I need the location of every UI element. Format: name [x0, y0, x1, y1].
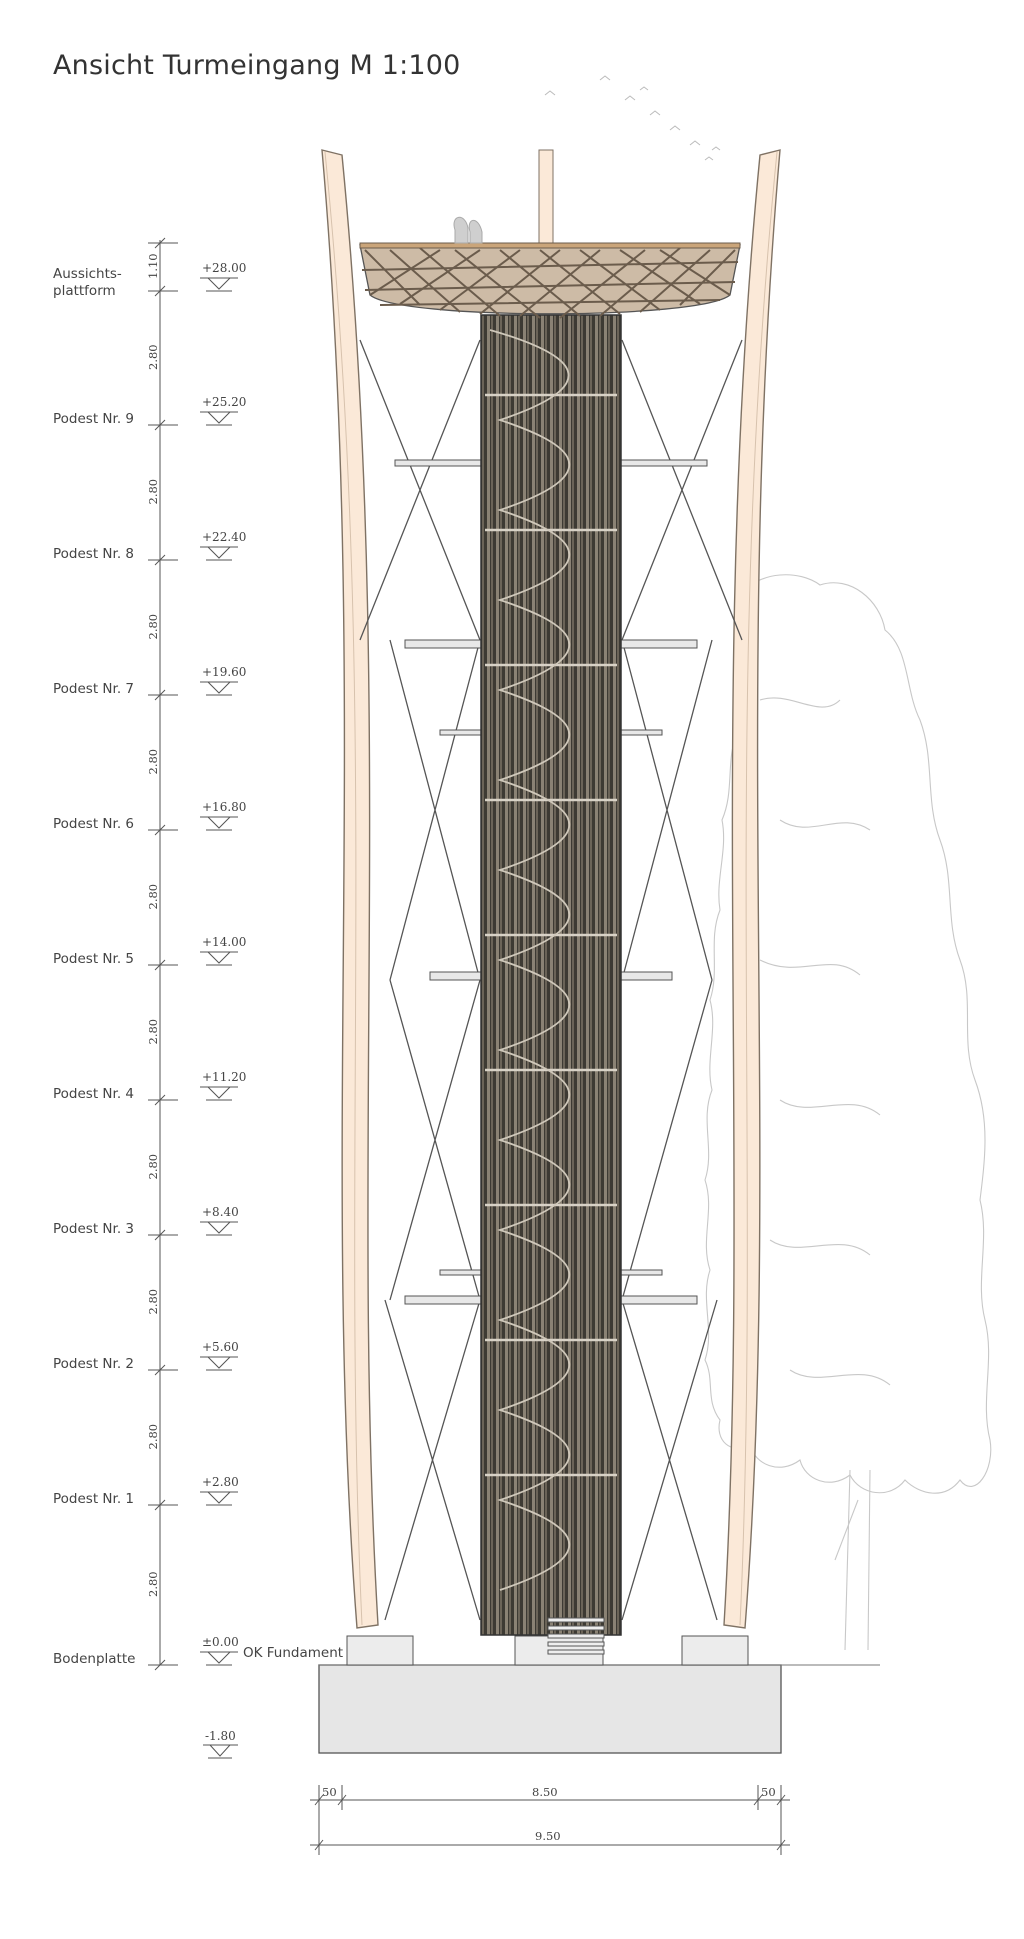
- vertical-dim-value: 2.80: [146, 1571, 160, 1597]
- dimension-tick-slash: [154, 285, 166, 297]
- dimension-tick-slash: [154, 824, 166, 836]
- level-label: Podest Nr. 4: [53, 1086, 134, 1102]
- dimension-tick-slash: [154, 237, 166, 249]
- elevation-value: +19.60: [202, 665, 246, 679]
- dimension-tick-slash: [154, 1229, 166, 1241]
- horizontal-dimensions: [310, 1785, 790, 1855]
- elevation-marker-triangle: [206, 1651, 232, 1664]
- vertical-dim-value: 2.80: [146, 479, 160, 505]
- elevation-value: +2.80: [202, 1475, 239, 1489]
- dim-total: 9.50: [535, 1829, 561, 1843]
- elevation-value: +16.80: [202, 800, 246, 814]
- foundation-slab: [318, 1664, 782, 1754]
- mast: [538, 149, 554, 246]
- foundation-depth-marker: -1.80: [203, 1729, 238, 1759]
- level-label: Aussichts-: [53, 266, 122, 282]
- elevation-marker-triangle: [206, 546, 232, 559]
- elevation-value: +5.60: [202, 1340, 239, 1354]
- stair-core: [480, 314, 622, 1636]
- level-5: Podest Nr. 5 +14.00: [53, 935, 246, 967]
- dimension-tick-slash: [154, 689, 166, 701]
- level-label: Podest Nr. 7: [53, 681, 134, 697]
- elevation-value: +8.40: [202, 1205, 239, 1219]
- dimension-tick-slash: [154, 1364, 166, 1376]
- spiral-stair: [489, 329, 571, 1591]
- column-footing-left: [346, 1635, 414, 1666]
- timber-column-left: [321, 149, 379, 1629]
- timber-column-right: [723, 149, 781, 1629]
- entrance-steps: [547, 1617, 605, 1655]
- dim-left: 50: [322, 1785, 337, 1799]
- dimension-tick-slash: [154, 554, 166, 566]
- elevation-value: +25.20: [202, 395, 246, 409]
- level-label: Podest Nr. 6: [53, 816, 134, 832]
- level-label: Podest Nr. 1: [53, 1491, 134, 1507]
- tree-outline: [704, 574, 992, 1651]
- elevation-marker-triangle: [206, 277, 232, 290]
- elevation-marker-triangle: [206, 816, 232, 829]
- level-2: Podest Nr. 8 +22.40: [53, 530, 246, 562]
- elevation-marker-triangle: [206, 1221, 232, 1234]
- observation-platform-nest: [359, 216, 741, 319]
- dimension-tick-slash: [154, 1499, 166, 1511]
- level-8: Podest Nr. 2 +5.60: [53, 1340, 239, 1372]
- level-label-line2: plattform: [53, 283, 116, 299]
- vertical-dimensions: 1.10 2.80 2.80 2.80 2.80 2.80 2.80 2.80 2.80 2.80…: [146, 237, 178, 1671]
- birds: [544, 75, 721, 161]
- dim-right: 50: [761, 1785, 776, 1799]
- level-label: Podest Nr. 5: [53, 951, 134, 967]
- level-0: Aussichts-plattform +28.00: [53, 261, 246, 299]
- level-label: Podest Nr. 8: [53, 546, 134, 562]
- level-10: Bodenplatte ±0.00: [53, 1635, 239, 1667]
- level-6: Podest Nr. 4 +11.20: [53, 1070, 246, 1102]
- level-label: Podest Nr. 3: [53, 1221, 134, 1237]
- dim-middle: 8.50: [532, 1785, 558, 1799]
- dimension-tick-slash: [154, 1094, 166, 1106]
- elevation-marker-triangle: [206, 681, 232, 694]
- vertical-dim-value: 2.80: [146, 1289, 160, 1315]
- stair-landings: [485, 393, 617, 1477]
- dimension-tick-slash: [154, 1659, 166, 1671]
- foundation-depth-label: -1.80: [205, 1729, 236, 1743]
- level-label: Bodenplatte: [53, 1651, 135, 1667]
- level-3: Podest Nr. 7 +19.60: [53, 665, 246, 697]
- elevation-marker-triangle: [206, 1086, 232, 1099]
- elevation-value: ±0.00: [202, 1635, 239, 1649]
- elevation-value: +28.00: [202, 261, 246, 275]
- vertical-dim-value: 2.80: [146, 1154, 160, 1180]
- elevation-marker-triangle: [206, 1491, 232, 1504]
- drawing-title: Ansicht Turmeingang M 1:100: [53, 50, 461, 81]
- column-footing-right: [681, 1635, 749, 1666]
- elevation-marker-triangle: [206, 411, 232, 424]
- dimension-tick-slash: [154, 419, 166, 431]
- vertical-dim-value: 2.80: [146, 1019, 160, 1045]
- level-1: Podest Nr. 9 +25.20: [53, 395, 246, 427]
- dimension-tick-slash: [154, 959, 166, 971]
- level-label: Podest Nr. 9: [53, 411, 134, 427]
- level-label: Podest Nr. 2: [53, 1356, 134, 1372]
- level-9: Podest Nr. 1 +2.80: [53, 1475, 239, 1507]
- level-7: Podest Nr. 3 +8.40: [53, 1205, 239, 1237]
- elevation-value: +22.40: [202, 530, 246, 544]
- vertical-dim-value: 2.80: [146, 1424, 160, 1450]
- vertical-dim-value: 2.80: [146, 884, 160, 910]
- vertical-dim-value: 2.80: [146, 614, 160, 640]
- elevation-value: +11.20: [202, 1070, 246, 1084]
- vertical-dim-value: 2.80: [146, 749, 160, 775]
- foundation-label: OK Fundament: [243, 1645, 343, 1661]
- vertical-dim-value: 2.80: [146, 344, 160, 370]
- cross-bracing: [359, 339, 743, 1621]
- elevation-marker-triangle: [206, 951, 232, 964]
- elevation-marker-triangle: [206, 1356, 232, 1369]
- level-4: Podest Nr. 6 +16.80: [53, 800, 246, 832]
- vertical-dim-value: 1.10: [146, 253, 160, 279]
- elevation-value: +14.00: [202, 935, 246, 949]
